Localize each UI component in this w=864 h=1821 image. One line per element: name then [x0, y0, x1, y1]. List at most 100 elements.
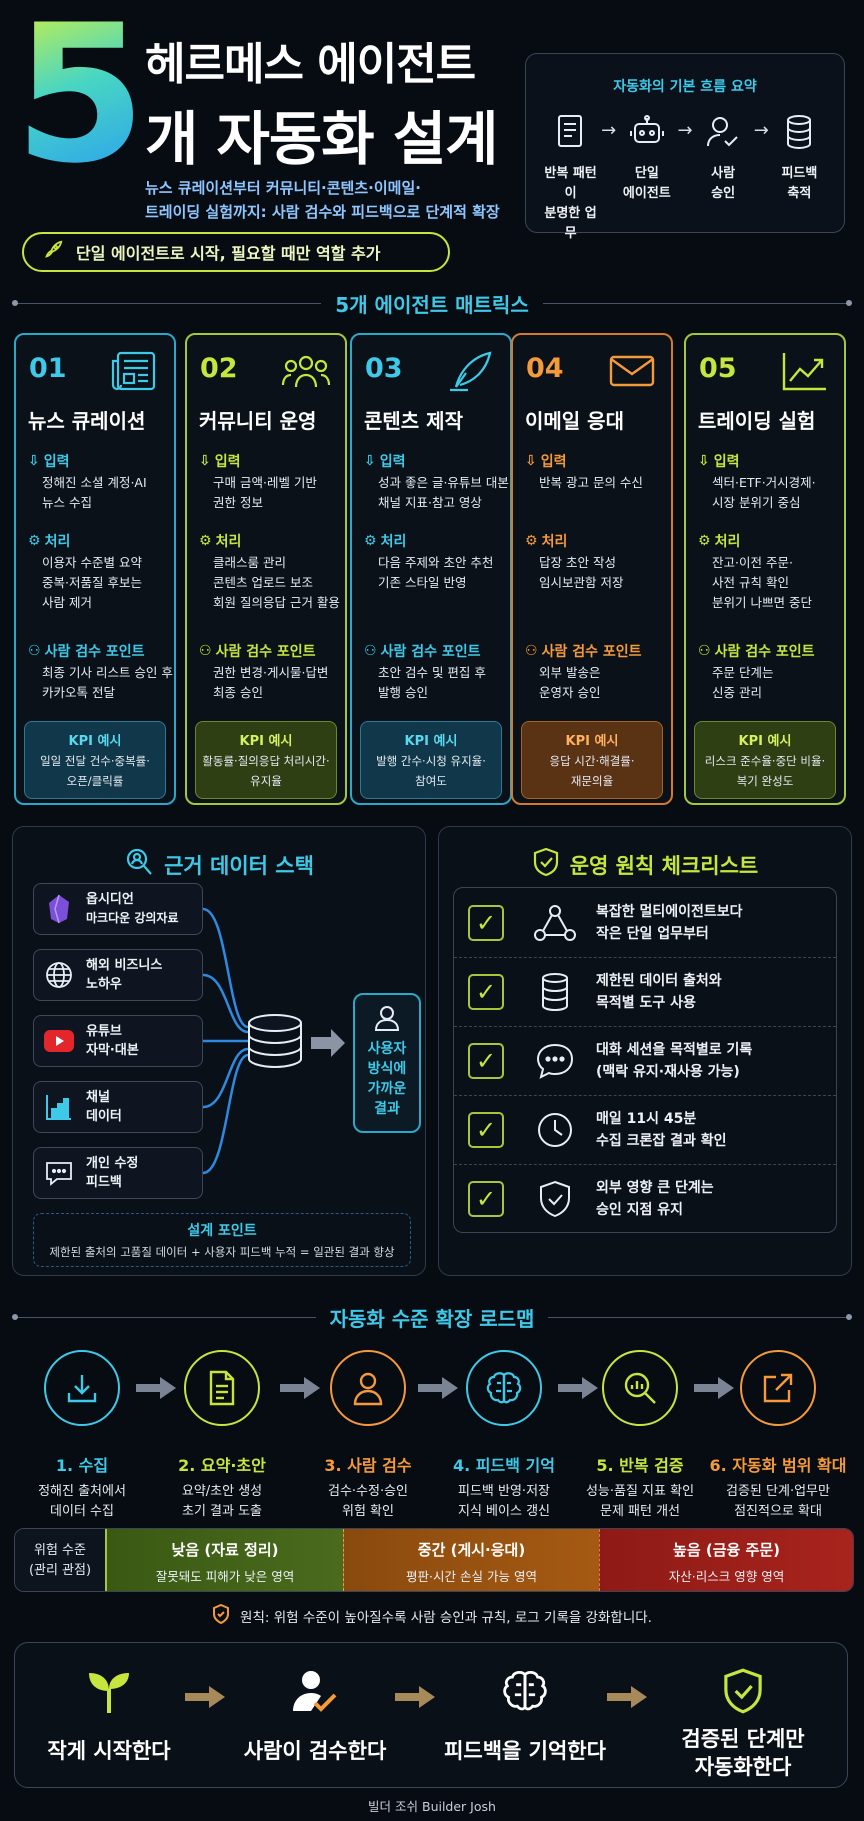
- summary-step-label: 사람이 검수한다: [243, 1739, 387, 1763]
- quill-icon: [446, 349, 496, 393]
- line: 참여도: [415, 774, 447, 788]
- line: 유지율: [250, 774, 282, 788]
- line: 검수·수정·승인: [327, 1484, 409, 1499]
- line: 시장 분위기 중심: [712, 495, 801, 510]
- result-box: 사용자 방식에 가까운 결과: [353, 993, 421, 1133]
- risk-low: 낮음 (자료 정리) 잘못돼도 피해가 낮은 영역: [105, 1529, 343, 1591]
- person-icon: ⚇: [199, 643, 212, 659]
- summary-step: 사람이 검수한다: [225, 1665, 405, 1765]
- line: 개인 수정: [86, 1156, 139, 1171]
- database-icon: [530, 969, 580, 1015]
- mail-icon: [607, 349, 657, 393]
- gear-icon: ⚙: [364, 533, 377, 549]
- review-heading: ⚇사람 검수 포인트: [28, 641, 144, 661]
- line: 매일 11시 45분: [596, 1111, 697, 1127]
- sprout-icon: [19, 1665, 199, 1717]
- process-heading: ⚙처리: [199, 531, 241, 551]
- line: 최종 기사 리스트 승인 후: [42, 665, 173, 680]
- risk-principle: 원칙: 위험 수준이 높아질수록 사람 승인과 규칙, 로그 기록을 강화합니다…: [0, 1603, 864, 1628]
- line: 해외 비즈니스: [86, 958, 163, 973]
- user-check-icon: [225, 1665, 405, 1717]
- line: 제한된 데이터 출처와: [596, 973, 722, 989]
- agent-card-trading: 05 트레이딩 실험 ⇩입력 섹터·ETF·거시경제·시장 분위기 중심 ⚙처리…: [684, 333, 846, 805]
- line: 회원 질의응답 근거 활용: [213, 595, 340, 610]
- roadmap-title: 자동화 수준 확장 로드맵: [329, 1306, 535, 1331]
- shield-check-icon: [532, 847, 560, 882]
- rocket-icon: [42, 239, 64, 266]
- line: 요약/초안 생성: [181, 1484, 263, 1499]
- gear-icon: ⚙: [698, 533, 711, 549]
- process-heading: ⚙처리: [698, 531, 740, 551]
- input-heading: ⇩입력: [199, 451, 241, 471]
- review-heading: ⚇사람 검수 포인트: [525, 641, 641, 661]
- arrow-right-icon: →: [677, 120, 693, 141]
- review-label: 사람 검수 포인트: [714, 644, 815, 660]
- card-number: 02: [200, 353, 238, 384]
- user-check-icon: [693, 112, 754, 152]
- clock-icon: [530, 1107, 580, 1153]
- summary-step-label: 작게 시작한다: [47, 1739, 171, 1763]
- roadmap-step-label: 1. 수집: [55, 1456, 109, 1475]
- search-person-icon: [124, 847, 154, 882]
- person-icon: [355, 1005, 419, 1035]
- card-title: 뉴스 큐레이션: [28, 409, 146, 433]
- risk-level-name: 높음 (금융 주문): [673, 1541, 780, 1559]
- card-number: 03: [365, 353, 403, 384]
- risk-level-desc: 평판·시간 손실 가능 영역: [406, 1569, 537, 1584]
- line: 발행 승인: [378, 685, 428, 700]
- input-label: 입력: [43, 454, 70, 470]
- line: 방식에: [367, 1061, 407, 1077]
- input-label: 입력: [540, 454, 567, 470]
- page-title-line2: 개 자동화 설계: [145, 105, 499, 173]
- line: 가까운: [367, 1081, 407, 1097]
- input-label: 입력: [214, 454, 241, 470]
- process-label: 처리: [541, 534, 568, 550]
- inbox-icon: ⇩: [698, 453, 710, 469]
- shield-check-icon: [212, 1603, 230, 1628]
- process-heading: ⚙처리: [28, 531, 70, 551]
- line: 다음 주제와 초안 추천: [378, 555, 494, 570]
- input-text: 반복 광고 문의 수신: [539, 473, 671, 493]
- arrow-right-icon: [418, 1377, 458, 1399]
- inbox-icon: ⇩: [199, 453, 211, 469]
- summary-step: 피드백을 기억한다: [435, 1665, 615, 1765]
- line: 복기 완성도: [736, 774, 794, 788]
- line: 외부 발송은: [539, 665, 601, 680]
- risk-level-label: 위험 수준(관리 관점): [15, 1529, 105, 1591]
- risk-level-desc: 자산·리스크 영향 영역: [668, 1569, 785, 1584]
- roadmap-step-label: 5. 반복 검증: [596, 1456, 684, 1475]
- process-label: 처리: [44, 534, 71, 550]
- kpi-label: KPI 예시: [239, 734, 293, 749]
- input-heading: ⇩입력: [698, 451, 740, 471]
- arrow-right-icon: [185, 1686, 225, 1708]
- line: 재문의율: [570, 774, 614, 788]
- risk-principle-text: 원칙: 위험 수준이 높아질수록 사람 승인과 규칙, 로그 기록을 강화합니다…: [240, 1610, 652, 1626]
- chat-bubble-icon: [530, 1038, 580, 1084]
- kpi-label: KPI 예시: [404, 734, 458, 749]
- shield-check-icon: [530, 1176, 580, 1222]
- arrow-right-icon: [395, 1686, 435, 1708]
- input-heading: ⇩입력: [525, 451, 567, 471]
- roadmap-step-label: 3. 사람 검수: [324, 1456, 412, 1475]
- line: 데이터 수집: [50, 1504, 114, 1519]
- line: 기존 스타일 반영: [378, 575, 467, 590]
- line: 초안 검수 및 편집 후: [378, 665, 486, 680]
- line: 카카오톡 전달: [42, 685, 115, 700]
- person-icon: ⚇: [698, 643, 711, 659]
- input-heading: ⇩입력: [28, 451, 70, 471]
- arrow-right-icon: [558, 1377, 598, 1399]
- line: 활동률·질의응답 처리시간·: [202, 754, 330, 768]
- line: 노하우: [86, 977, 122, 992]
- inbox-icon: ⇩: [364, 453, 376, 469]
